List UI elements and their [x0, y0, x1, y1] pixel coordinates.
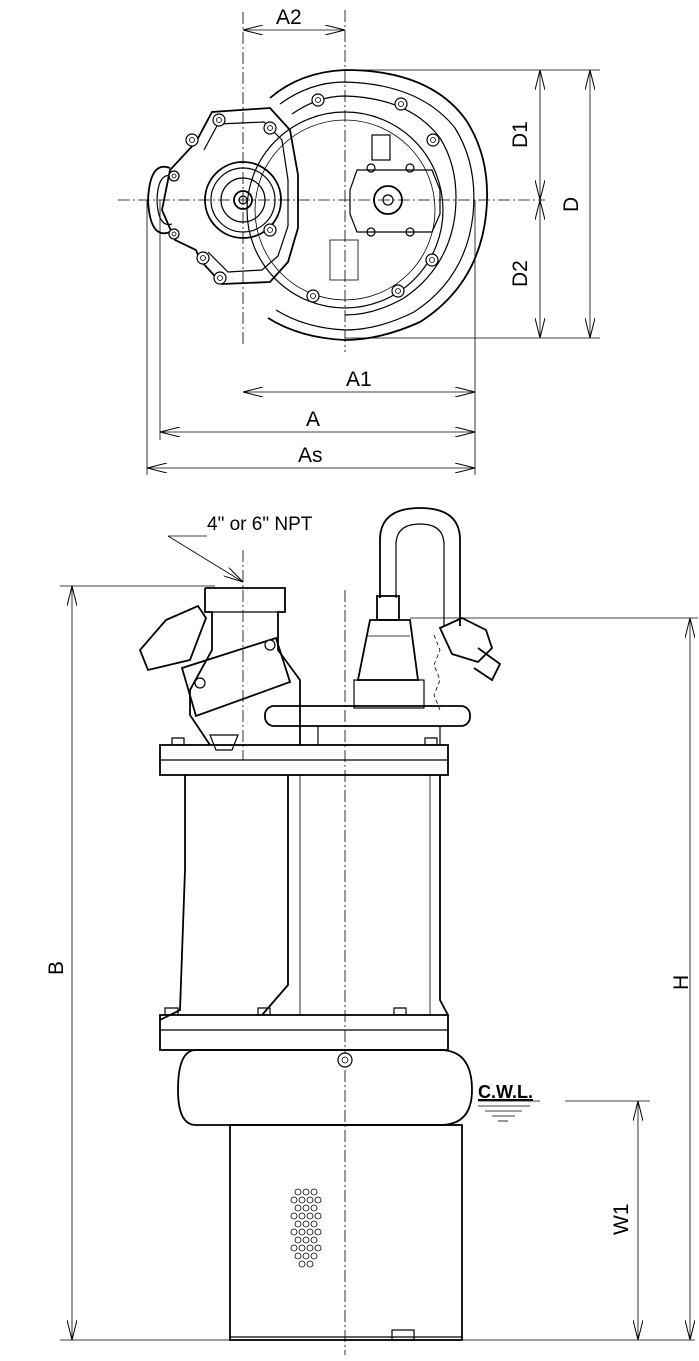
- cable-chain: [433, 634, 441, 711]
- check-valve-body: [138, 604, 208, 672]
- strainer-holes: [290, 1188, 322, 1268]
- discharge-column-right: [261, 775, 289, 1016]
- lifting-bail-inner: [395, 523, 445, 626]
- dim-a-label: A: [306, 408, 320, 431]
- check-valve-lobe-inner: [156, 174, 173, 226]
- nameplate-rect: [329, 239, 359, 281]
- volute-ring: [291, 95, 457, 316]
- drain-plug: [337, 1052, 353, 1068]
- hub-circle: [373, 185, 403, 215]
- discharge-flange-body: [161, 107, 299, 285]
- hub-center: [382, 194, 394, 206]
- valve-flange: [180, 636, 292, 718]
- lower-flange: [159, 1014, 449, 1051]
- strainer-body: [229, 1124, 463, 1341]
- discharge-bore-dot: [238, 195, 248, 205]
- dim-a1-label: A1: [346, 368, 372, 391]
- motor-body-right: [439, 775, 449, 1016]
- bail-pedestal: [356, 619, 420, 681]
- water-level-symbol: [478, 1105, 530, 1122]
- dim-b-label: B: [45, 961, 68, 975]
- discharge-bore-outer: [204, 161, 282, 239]
- handle-top-block: [371, 134, 391, 161]
- dim-w1-label: W1: [610, 1204, 633, 1236]
- cable-gland: [473, 647, 502, 682]
- motor-housing-inner: [254, 119, 436, 301]
- motor-housing-circle: [246, 111, 444, 309]
- dim-d1-label: D1: [509, 121, 532, 148]
- dim-d-label: D: [560, 197, 583, 212]
- bail-lug: [376, 595, 400, 621]
- discharge-note: 4" or 6" NPT: [207, 514, 313, 535]
- dim-d2-label: D2: [509, 260, 532, 287]
- side-view: 4" or 6" NPT: [45, 507, 698, 1355]
- volute-inner-outline: [275, 81, 475, 331]
- npt-leader: [167, 535, 243, 582]
- lifting-bail-outer: [379, 507, 461, 626]
- terminal-box: [353, 679, 425, 709]
- discharge-bore-mid: [210, 167, 276, 233]
- volute-outer-outline: [267, 69, 489, 341]
- volute-casing: [177, 1049, 473, 1126]
- bolt-heads: [168, 93, 440, 303]
- cable-entry: [438, 617, 494, 664]
- handle-hub: [349, 169, 441, 233]
- cwl-label: C.W.L.: [478, 1082, 533, 1102]
- dim-h-label: H: [670, 975, 693, 990]
- discharge-bore-center: [233, 190, 253, 210]
- top-handle-bar: [264, 705, 471, 727]
- dim-a2-label: A2: [276, 6, 302, 29]
- lifting-lug-small: [209, 734, 239, 751]
- discharge-column-left: [159, 775, 186, 1021]
- dim-as-label: As: [298, 444, 323, 467]
- discharge-bore-inner: [220, 177, 266, 223]
- top-view: A2 D1 D2 D A1 A As: [118, 6, 600, 475]
- discharge-flange-inner: [203, 121, 289, 273]
